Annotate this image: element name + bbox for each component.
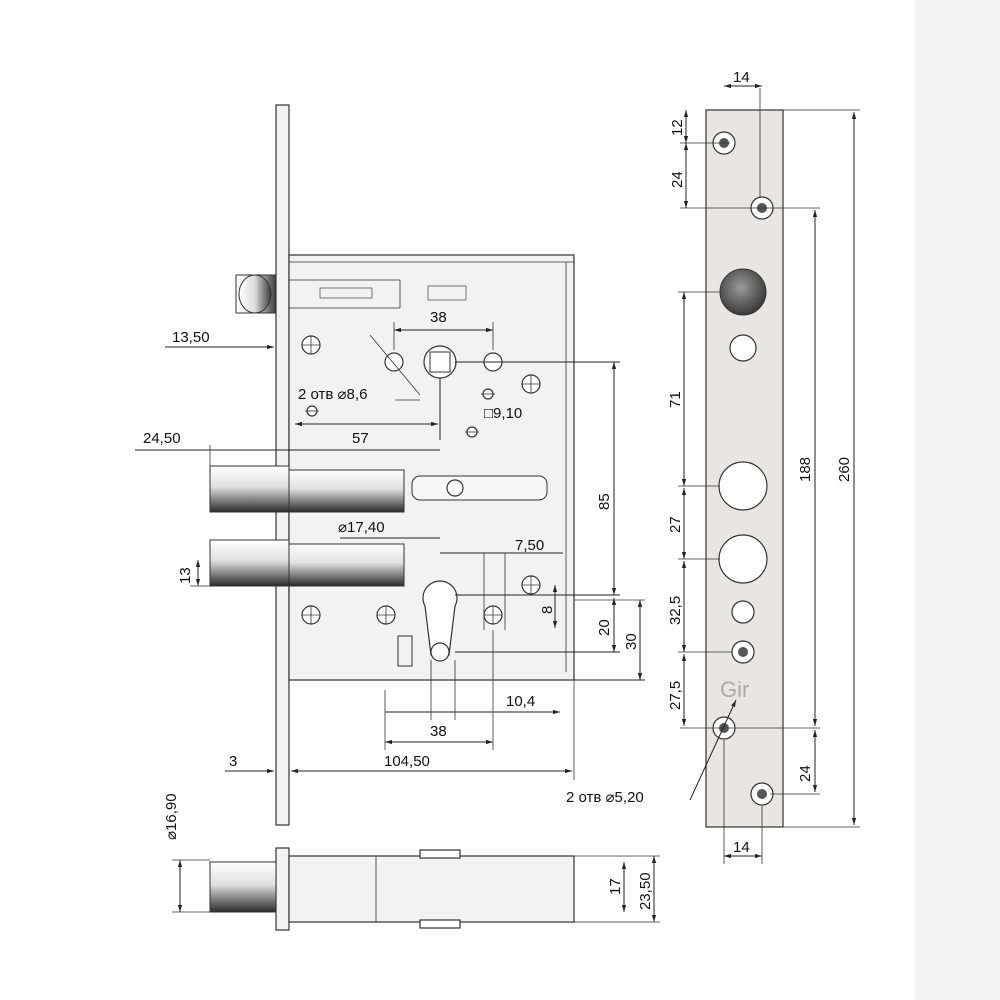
dim-30: 30 [623, 633, 640, 650]
strike-plate-view: Gir [678, 83, 860, 864]
dim-holes-8-6: 2 отв ⌀8,6 [298, 386, 367, 403]
lock-front-view [135, 104, 645, 826]
dim-27: 27 [667, 516, 684, 533]
dim-7-50: 7,50 [515, 537, 544, 554]
dim-20: 20 [596, 619, 613, 636]
dim-16-90: ⌀16,90 [163, 793, 180, 840]
dim-10-4: 10,4 [506, 693, 535, 710]
front-plate [275, 104, 290, 826]
dim-14-bottom: 14 [733, 839, 750, 856]
dim-57: 57 [352, 430, 369, 447]
dim-12: 12 [669, 119, 686, 136]
dim-17-40: ⌀17,40 [338, 519, 385, 536]
dim-23-50: 23,50 [637, 872, 654, 910]
dim-104-50: 104,50 [384, 753, 430, 770]
latch-hole [719, 268, 767, 316]
brand-logo: Gir [720, 677, 749, 702]
dim-17: 17 [607, 878, 624, 895]
dim-85: 85 [596, 493, 613, 510]
dim-square-9-10: □9,10 [484, 405, 522, 422]
dim-260: 260 [836, 457, 853, 482]
dim-24-top: 24 [669, 171, 686, 188]
lock-bottom-view [172, 847, 660, 931]
dim-71: 71 [667, 391, 684, 408]
right-margin-panel [915, 0, 1000, 1000]
dim-38-bottom: 38 [430, 723, 447, 740]
cylinder-cutout [422, 580, 458, 656]
spindle-hole [423, 345, 457, 379]
bottom-case [288, 855, 575, 923]
dimension-labels: 14 12 24 13,50 38 2 отв ⌀8,6 □9,10 24,50… [143, 69, 853, 910]
dim-24-50: 24,50 [143, 430, 181, 447]
deadbolt-upper [209, 465, 290, 513]
dim-38-top: 38 [430, 309, 447, 326]
dim-32-5: 32,5 [667, 596, 684, 625]
deadbolt-lower [209, 539, 290, 587]
dim-holes-5-20: 2 отв ⌀5,20 [566, 789, 644, 806]
dim-27-5: 27,5 [667, 681, 684, 710]
dim-24-bottom: 24 [797, 765, 814, 782]
dim-3: 3 [229, 753, 237, 770]
slotted-bar [411, 475, 548, 501]
crosshair-hole-icon [301, 335, 541, 625]
dim-14-top: 14 [733, 69, 750, 86]
dim-188: 188 [797, 457, 814, 482]
dim-13-50: 13,50 [172, 329, 210, 346]
dim-13: 13 [177, 567, 194, 584]
dim-8: 8 [539, 606, 556, 614]
